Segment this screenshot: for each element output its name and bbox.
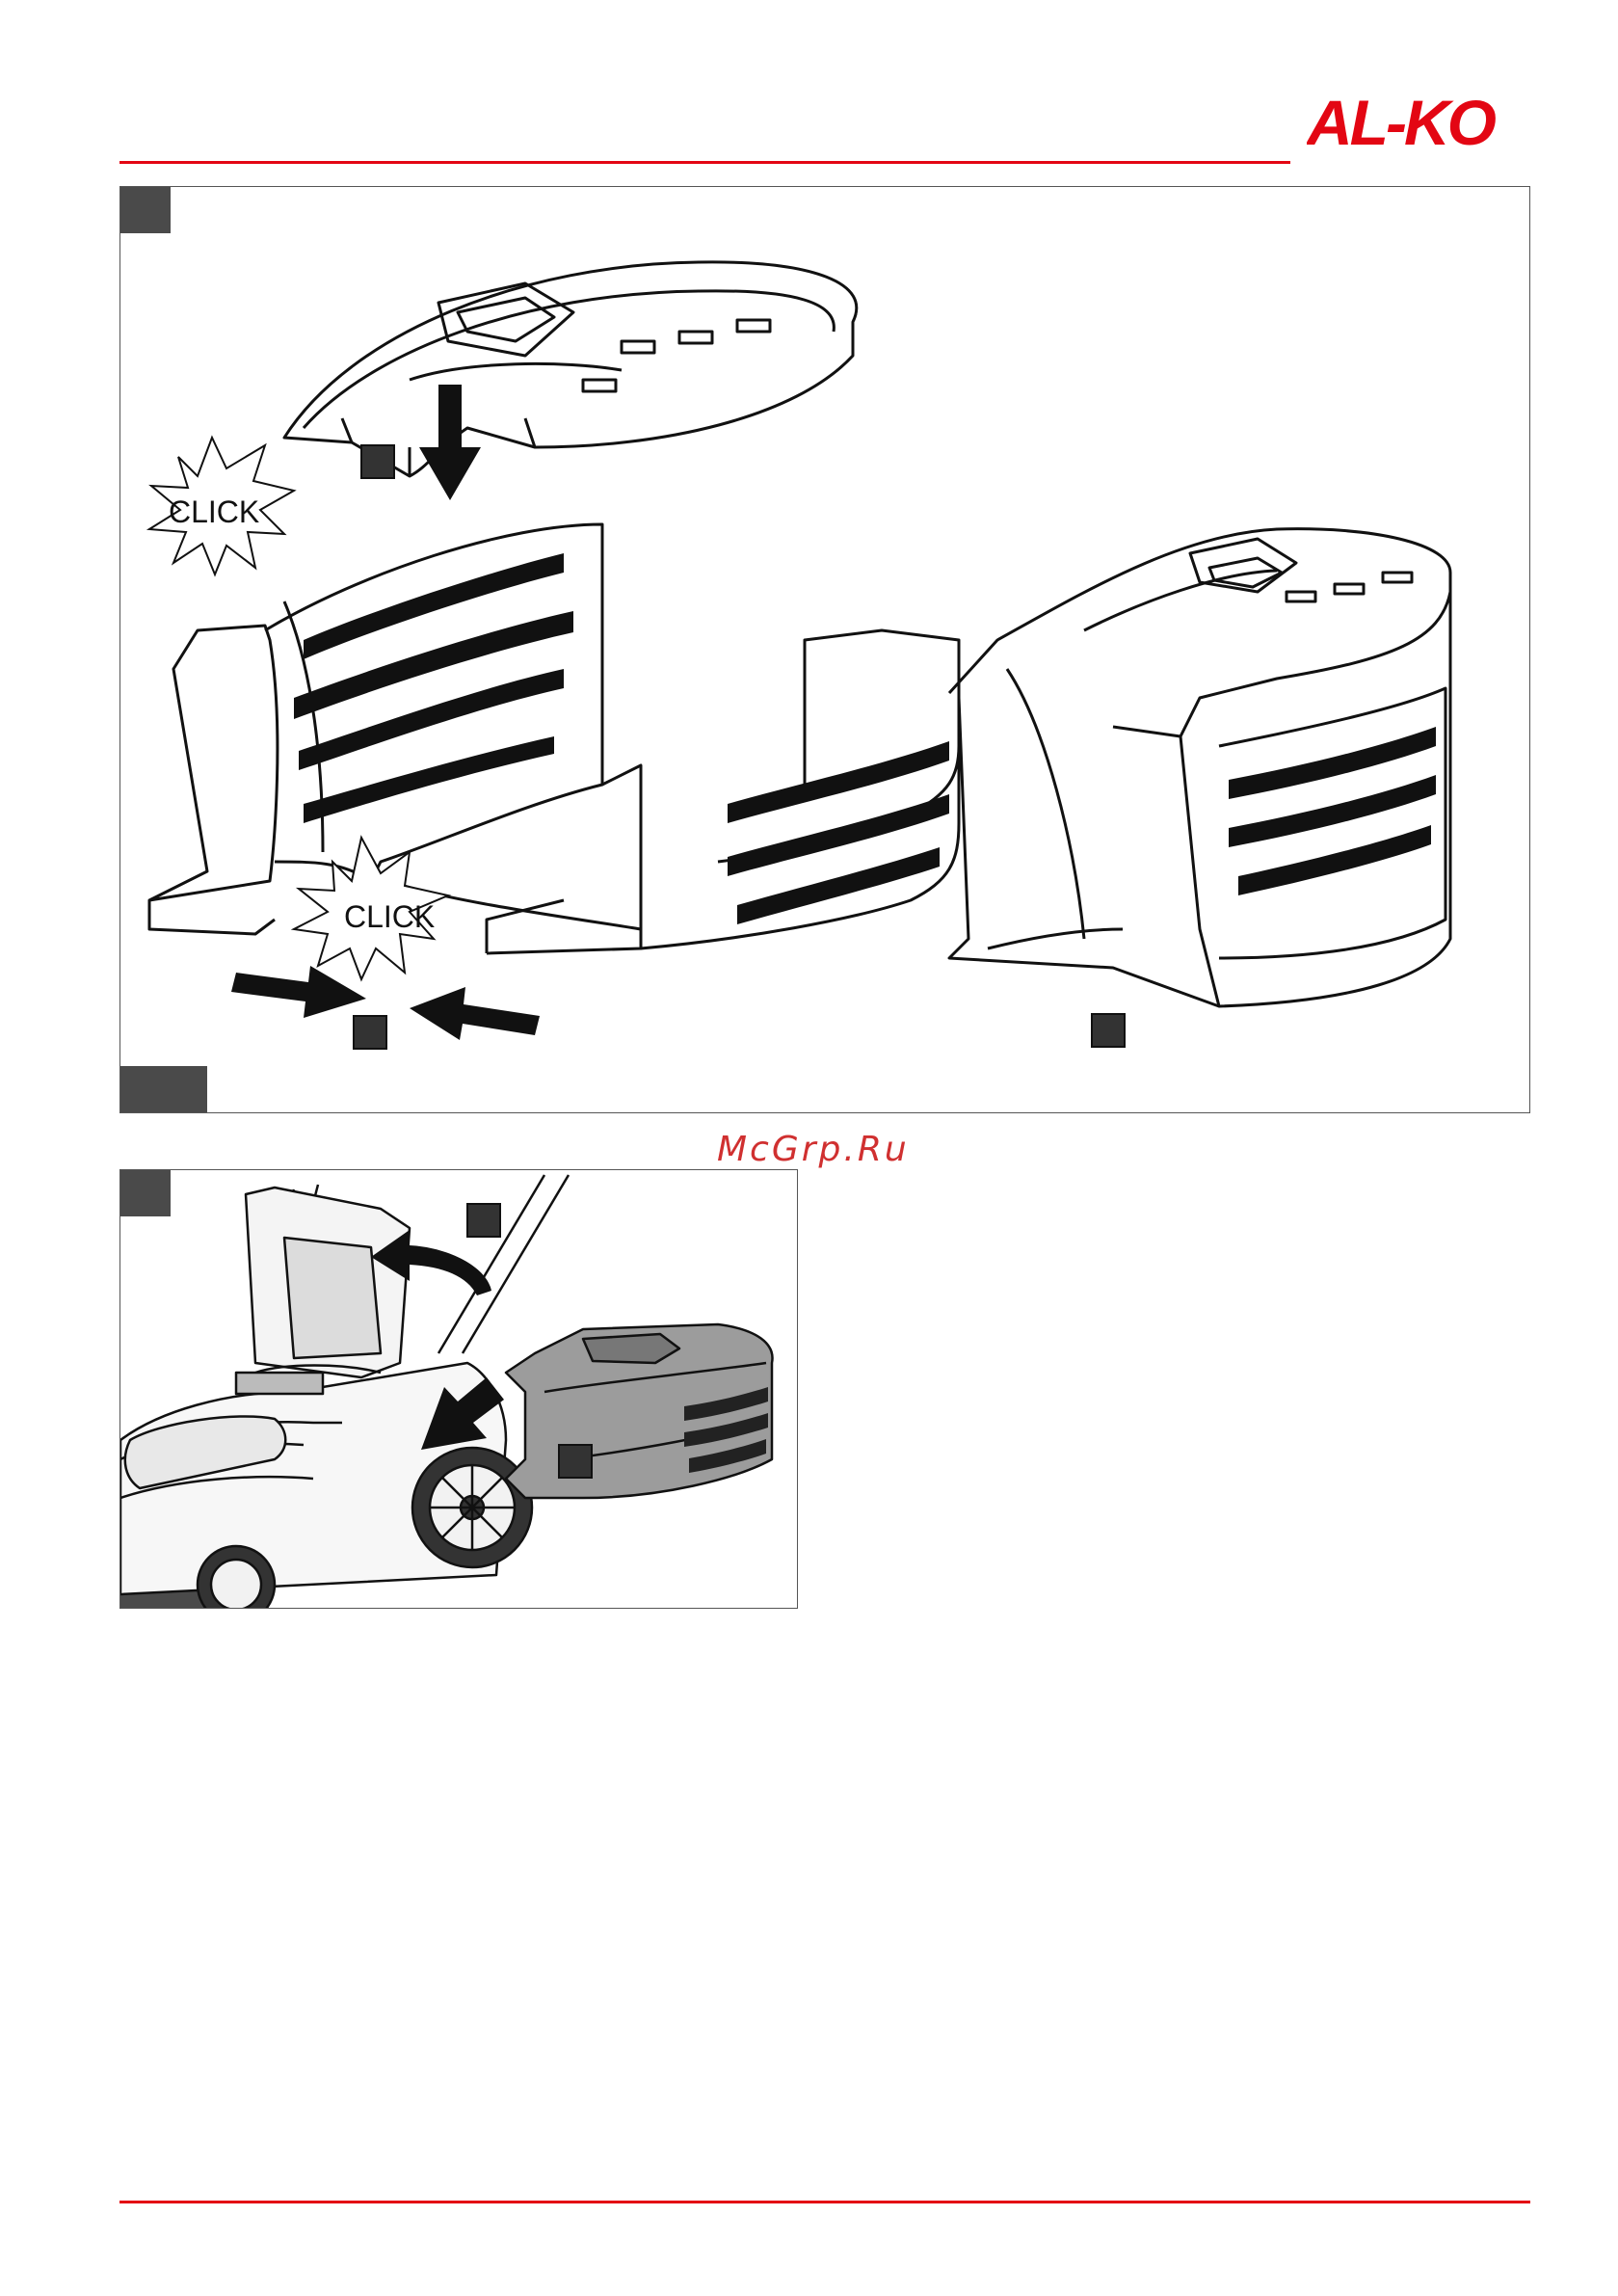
step-marker-c: [1092, 1014, 1125, 1047]
mower-bag-removal-illustration: [120, 1170, 797, 1608]
basket-left-side: [149, 626, 278, 900]
footer-rule: [119, 2201, 1530, 2203]
step-marker-a: [467, 1204, 500, 1237]
al-ko-logo: AL-KO: [1307, 94, 1528, 152]
click-label-upper: CLICK: [169, 494, 259, 529]
step-marker-b: [559, 1445, 592, 1478]
header-rule: [119, 161, 1290, 164]
step-marker-b: [354, 1016, 386, 1049]
grass-bag-assembly-illustration: CLICK CLICK: [120, 187, 1529, 1112]
brand-logo-text: AL-KO: [1307, 94, 1497, 152]
assembly-figure-panel: CLICK CLICK: [119, 186, 1530, 1113]
step-marker-a: [361, 445, 394, 478]
click-label-lower: CLICK: [344, 899, 435, 934]
watermark-text: McGrp.Ru: [717, 1130, 910, 1169]
push-arrow-left-icon: [410, 987, 540, 1040]
push-arrow-right-icon: [231, 966, 366, 1018]
assembled-basket-top: [949, 529, 1450, 736]
mower-figure-panel: [119, 1169, 798, 1609]
down-arrow-icon: [419, 385, 481, 500]
